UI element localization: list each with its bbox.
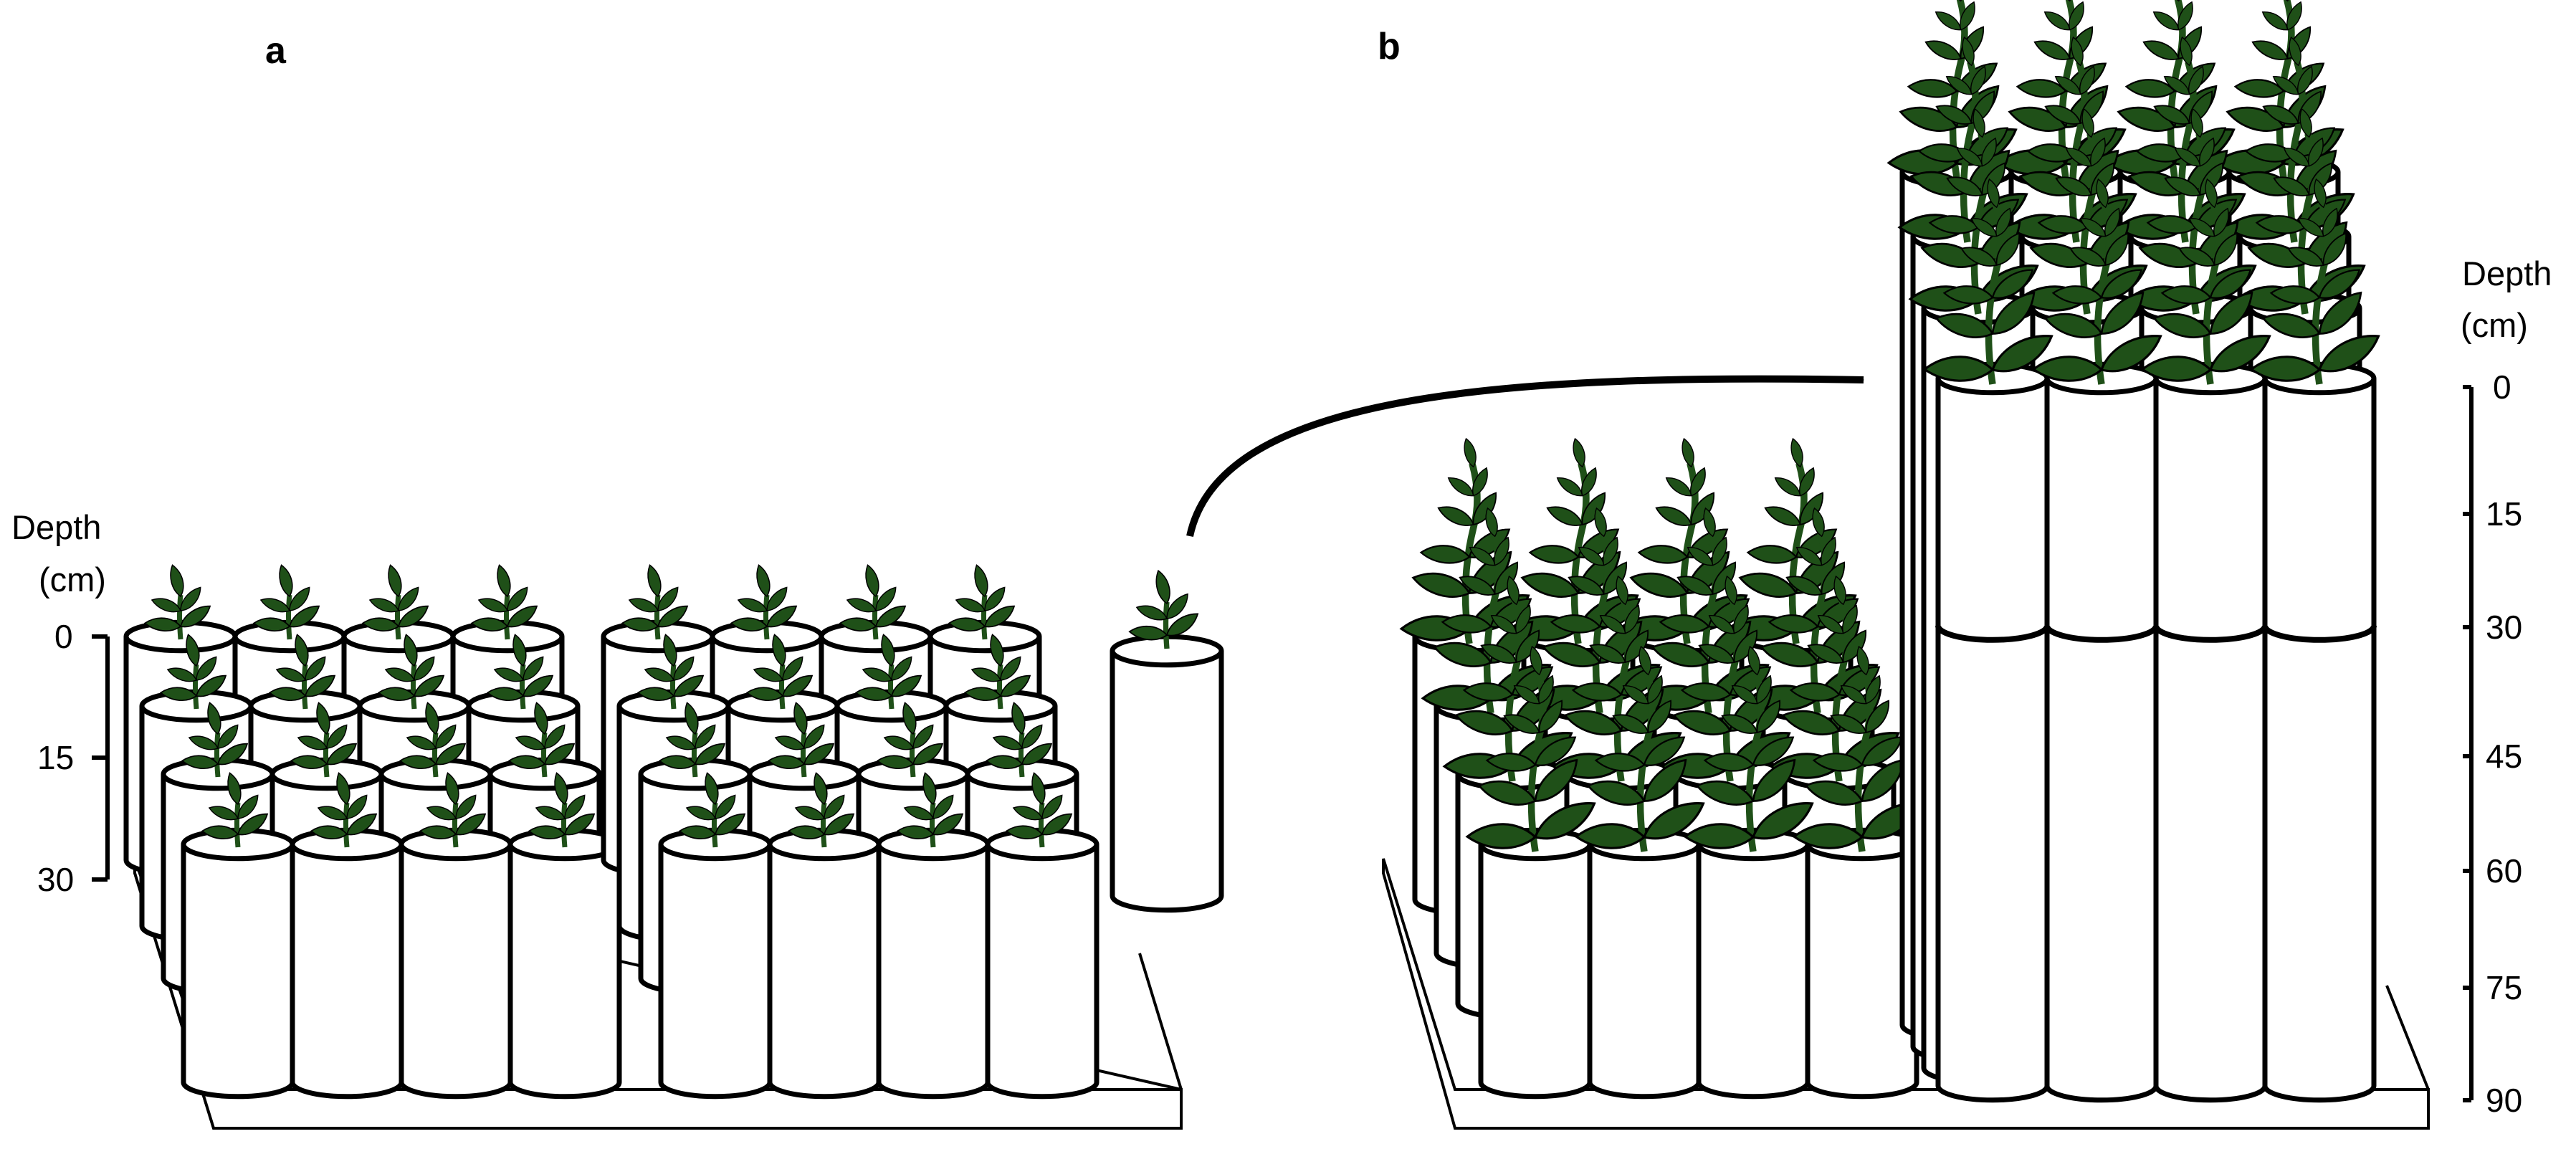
seedling-icon xyxy=(377,634,445,710)
panel-a-axis-title-line2: (cm) xyxy=(39,561,106,599)
panel-b-tick-30: 30 xyxy=(2486,609,2522,646)
soil-tube-icon xyxy=(1935,361,2050,1103)
panel-b-depth-axis: Depth (cm) 0 15 30 45 60 75 90 xyxy=(2461,254,2552,1119)
seedling-icon xyxy=(767,702,835,778)
mature-plant-icon xyxy=(2249,178,2380,385)
panel-b-illustration xyxy=(1382,0,2430,1130)
panel-a-tick-15: 15 xyxy=(37,739,74,776)
soil-tube-icon xyxy=(876,827,991,1100)
mature-plant-icon xyxy=(2115,36,2246,243)
seedling-icon xyxy=(361,564,429,640)
seedling-icon xyxy=(1005,772,1073,848)
panel-b-tick-60: 60 xyxy=(2486,852,2522,890)
soil-tube-icon xyxy=(290,827,404,1100)
seedling-icon xyxy=(310,772,378,848)
seedling-icon xyxy=(730,564,798,640)
seedling-icon xyxy=(658,702,726,778)
panel-a-depth-axis: Depth (cm) 0 15 30 xyxy=(11,508,110,898)
transfer-arrow-icon xyxy=(1186,375,1864,538)
mature-plant-icon xyxy=(1897,36,2028,243)
tray-right-edge xyxy=(1138,953,1183,1090)
mature-plant-icon xyxy=(1922,178,2053,385)
soil-tube-icon xyxy=(181,827,295,1100)
panel-a-letter: a xyxy=(265,30,287,72)
panel-b-letter: b xyxy=(1378,26,1401,67)
mature-plant-icon xyxy=(2140,178,2271,385)
panel-b-tick-75: 75 xyxy=(2486,969,2522,1006)
seedling-icon xyxy=(948,564,1016,640)
seedling-icon xyxy=(787,772,855,848)
seedling-icon xyxy=(528,772,596,848)
soil-tube-icon xyxy=(1587,827,1702,1100)
seedling-icon xyxy=(896,772,964,848)
seedling-icon xyxy=(159,634,227,710)
seedling-icon xyxy=(745,634,814,710)
seedling-icon xyxy=(399,702,467,778)
soil-tube-icon xyxy=(1110,634,1224,913)
soil-tube-icon xyxy=(658,827,773,1100)
seedling-icon xyxy=(201,772,269,848)
soil-tube-icon xyxy=(2153,361,2268,1103)
mature-plant-icon xyxy=(2031,178,2162,385)
seedling-icon xyxy=(963,634,1031,710)
seedling-icon xyxy=(854,634,922,710)
seedling-icon xyxy=(507,702,576,778)
seedling-icon xyxy=(985,702,1053,778)
mature-plant-icon xyxy=(2224,36,2355,243)
panel-b-tick-15: 15 xyxy=(2486,495,2522,533)
mature-plant-icon xyxy=(2006,36,2137,243)
soil-tube-icon xyxy=(985,827,1099,1100)
seedling-icon xyxy=(419,772,487,848)
panel-b-tick-45: 45 xyxy=(2486,738,2522,775)
panel-b-tick-90: 90 xyxy=(2486,1082,2522,1119)
panel-a-tick-0: 0 xyxy=(54,618,73,655)
panel-b-axis-title-line2: (cm) xyxy=(2461,306,2528,344)
soil-tube-icon xyxy=(767,827,882,1100)
soil-tube-icon xyxy=(1478,827,1593,1100)
seedling-icon xyxy=(143,564,211,640)
seedling-icon xyxy=(181,702,249,778)
soil-tube-icon xyxy=(507,827,622,1100)
seedling-icon xyxy=(1128,569,1199,649)
seedling-icon xyxy=(876,702,944,778)
seedling-icon xyxy=(268,634,336,710)
seedling-icon xyxy=(839,564,907,640)
mature-plant-icon xyxy=(1574,645,1705,852)
seedling-icon xyxy=(486,634,554,710)
mature-plant-icon xyxy=(1683,645,1814,852)
soil-tube-icon xyxy=(1696,827,1811,1100)
panel-a-tick-30: 30 xyxy=(37,861,74,898)
seedling-icon xyxy=(290,702,358,778)
tray-b-right-edge xyxy=(2385,985,2430,1090)
panel-a-axis-title-line1: Depth xyxy=(11,508,101,546)
panel-a-illustration xyxy=(123,564,1224,1130)
seedling-icon xyxy=(678,772,746,848)
seedling-icon xyxy=(252,564,320,640)
seedling-icon xyxy=(470,564,538,640)
seedling-icon xyxy=(636,634,705,710)
soil-tube-icon xyxy=(2262,361,2377,1103)
panel-b-tick-0: 0 xyxy=(2493,368,2511,406)
soil-tube-icon xyxy=(399,827,513,1100)
panel-b-axis-title-line1: Depth xyxy=(2462,254,2552,292)
seedling-icon xyxy=(621,564,689,640)
soil-tube-icon xyxy=(2044,361,2159,1103)
mature-plant-icon xyxy=(1465,645,1596,852)
